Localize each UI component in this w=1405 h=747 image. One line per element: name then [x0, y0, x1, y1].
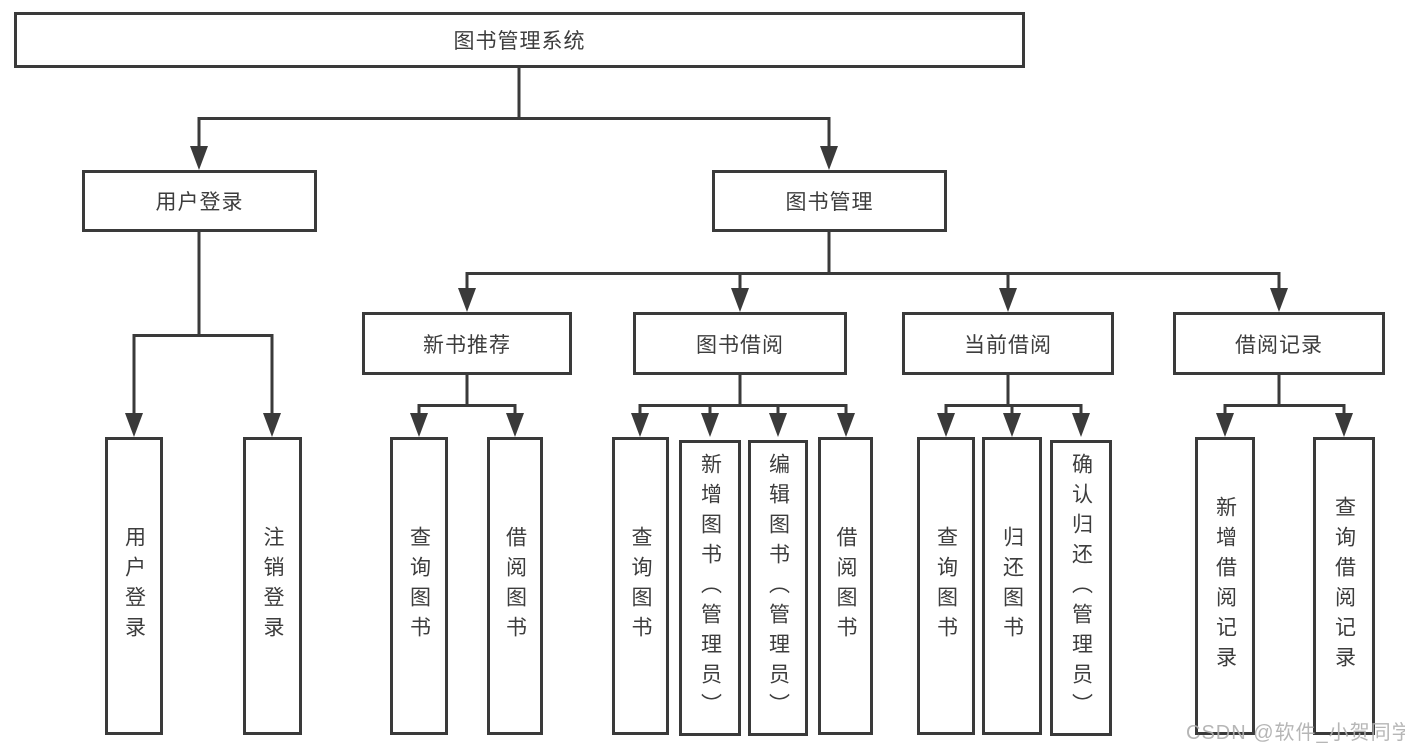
leaf-newbook-query-books: 查询图书	[390, 437, 448, 735]
watermark-text: CSDN @软件_小贺同学	[1186, 722, 1405, 744]
leaf-user-login: 用户登录	[105, 437, 163, 735]
leaf-logout-login: 注销登录	[243, 437, 302, 735]
leaf-borrow-edit-books-admin: 编辑图书（管理员）	[748, 440, 808, 736]
leaf-records-query-record: 查询借阅记录	[1313, 437, 1375, 735]
node-book-borrow: 图书借阅	[633, 312, 847, 375]
leaf-current-query-books: 查询图书	[917, 437, 975, 735]
node-user-login: 用户登录	[82, 170, 317, 232]
leaf-borrow-add-books-admin: 新增图书（管理员）	[679, 440, 741, 736]
leaf-current-confirm-return-admin: 确认归还（管理员）	[1050, 440, 1112, 736]
node-borrow-records: 借阅记录	[1173, 312, 1385, 375]
leaf-borrow-borrow-books: 借阅图书	[818, 437, 873, 735]
leaf-borrow-query-books: 查询图书	[612, 437, 669, 735]
leaf-newbook-borrow-books: 借阅图书	[487, 437, 543, 735]
node-new-book-recommend: 新书推荐	[362, 312, 572, 375]
leaf-current-return-books: 归还图书	[982, 437, 1042, 735]
leaf-records-add-record: 新增借阅记录	[1195, 437, 1255, 735]
node-book-management: 图书管理	[712, 170, 947, 232]
node-root: 图书管理系统	[14, 12, 1025, 68]
node-current-borrow: 当前借阅	[902, 312, 1114, 375]
